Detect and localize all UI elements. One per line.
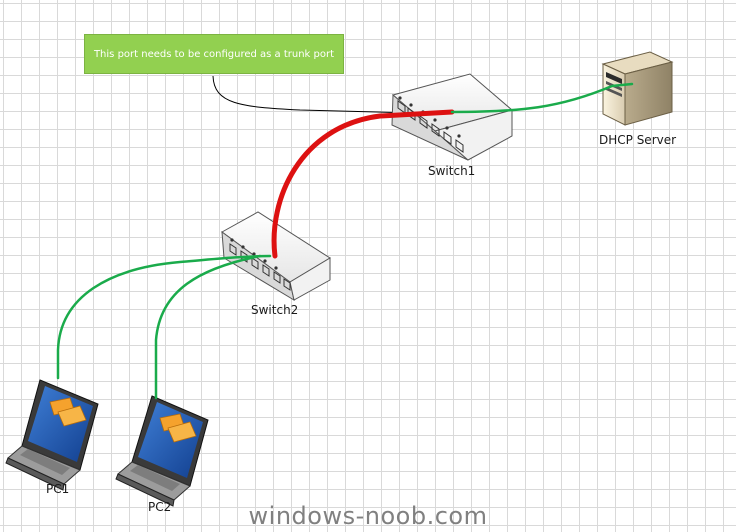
watermark: windows-noob.com [248,502,488,530]
switch1-label: Switch1 [428,164,476,178]
switch1-icon[interactable] [391,73,514,161]
pc2-label: PC2 [148,500,172,514]
server-icon[interactable] [601,51,674,126]
callout-leader-line [212,75,453,115]
access-link-switch2-pc2 [154,254,262,400]
callout-text: This port needs to be configured as a tr… [93,48,335,60]
switch2-label: Switch2 [251,303,299,317]
trunk-port-callout: This port needs to be configured as a tr… [84,34,344,74]
pc1-laptop-icon[interactable] [5,379,99,491]
pc2-laptop-icon[interactable] [115,395,209,507]
access-link-switch1-server [450,82,634,114]
trunk-link-switch1-switch2 [271,109,455,259]
dhcp-server-label: DHCP Server [599,133,677,147]
pc1-label: PC1 [46,482,70,496]
access-link-switch2-pc1 [56,254,272,380]
